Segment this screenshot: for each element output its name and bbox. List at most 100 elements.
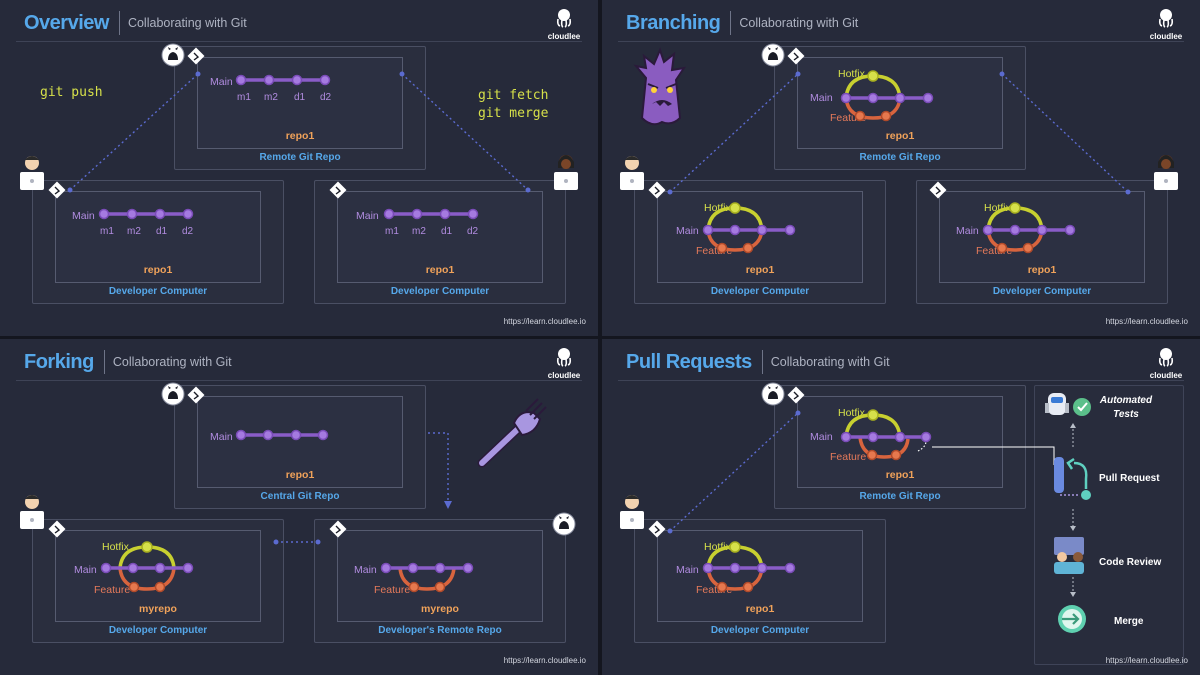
box-label: Developer Computer [390,286,490,297]
remote-repo-inner: Hotfix Main Feature repo1 [797,57,1003,149]
developer-computer-left: Hotfix Main Feature myrepo Developer Com… [32,519,284,643]
developer-remote-inner: Main Feature myrepo [337,530,543,622]
panel-subtitle: Collaborating with Git [739,16,859,30]
developer-computer-left: Hotfix Main Feature repo1 Developer Comp… [634,180,886,304]
remote-repo-box: Main m1 m2 d1 d2 repo1 Remote Git Repo [174,46,426,170]
branch-label-hotfix: Hotfix [838,407,865,419]
header-divider [618,41,1184,42]
git-push-command: git push [40,85,103,100]
panel-header: Overview Collaborating with Git [24,8,247,38]
panel-subtitle: Collaborating with Git [770,355,890,369]
remote-repo-box: Hotfix Main Feature repo1 Remote Git Rep… [774,385,1026,509]
commit-label: d2 [320,92,332,103]
brand-name: cloudlee [547,371,581,380]
title-separator [730,11,732,35]
box-label: Developer Computer [108,286,208,297]
fork-illustration [477,398,547,468]
repo-name: repo1 [885,130,915,142]
brand-name: cloudlee [1149,32,1183,41]
box-label: Remote Git Repo [859,491,941,502]
brand-name: cloudlee [1149,371,1183,380]
panel-title: Branching [626,11,721,34]
box-label: Developer Computer [108,625,208,636]
branch-label-hotfix: Hotfix [984,202,1011,214]
branch-label-main: Main [956,225,979,237]
commit-label: m1 [237,92,251,103]
repo-name: repo1 [745,603,775,615]
box-label: Remote Git Repo [859,152,941,163]
central-repo-inner: Main repo1 [197,396,403,488]
panel-header: Forking Collaborating with Git [24,347,232,377]
octopus-icon [1158,9,1174,28]
commit-label: m2 [412,226,426,237]
footer-url[interactable]: https://learn.cloudlee.io [1105,656,1188,665]
developer-computer-right: Hotfix Main Feature repo1 Developer Comp… [916,180,1168,304]
developer-repo-inner: Main m1 m2 d1 d2 repo1 [337,191,543,283]
footer-url[interactable]: https://learn.cloudlee.io [503,317,586,326]
title-separator [103,350,105,374]
branch-label-main: Main [810,92,833,104]
automated-tests-label-line2: Tests [1113,409,1139,420]
commit-label: d2 [182,226,194,237]
panel-subtitle: Collaborating with Git [112,355,232,369]
commit-label: m2 [127,226,141,237]
developer-repo-inner: Main m1 m2 d1 d2 repo1 [55,191,261,283]
code-review-label: Code Review [1099,557,1162,568]
developer-repo-inner: Hotfix Main Feature myrepo [55,530,261,622]
branch-label-feature: Feature [696,584,733,596]
repo-name: repo1 [885,469,915,481]
footer-url[interactable]: https://learn.cloudlee.io [1105,317,1188,326]
panel-header: Branching Collaborating with Git [626,8,858,38]
commit-label: d1 [156,226,168,237]
tree-monster-illustration [633,47,687,126]
branch-label-main: Main [676,564,699,576]
panel-pull-requests: Pull Requests Collaborating with Git clo… [602,339,1200,675]
repo-name: repo1 [285,469,315,481]
box-label: Developer Computer [992,286,1092,297]
footer-url[interactable]: https://learn.cloudlee.io [503,656,586,665]
box-label: Developer Computer [710,286,810,297]
branch-label-hotfix: Hotfix [704,202,731,214]
developer-computer-left: Main m1 m2 d1 d2 repo1 Developer Compute… [32,180,284,304]
repo-name: repo1 [285,130,315,142]
commit-label: d1 [441,226,453,237]
branch-label-feature: Feature [696,245,733,257]
cloudlee-logo: cloudlee [544,347,584,380]
repo-name: repo1 [425,264,455,276]
panel-title: Forking [24,350,94,373]
developer-repo-inner: Hotfix Main Feature repo1 [657,191,863,283]
developer-repo-inner: Hotfix Main Feature repo1 [657,530,863,622]
header-divider [16,380,582,381]
panel-forking: Forking Collaborating with Git cloudlee … [0,339,598,675]
pr-flow-panel [1034,385,1184,665]
branch-label-main: Main [210,431,233,443]
remote-repo-inner: Hotfix Main Feature repo1 [797,396,1003,488]
branch-label-main: Main [210,76,233,88]
git-fetch-command: git fetch [478,88,549,103]
cloudlee-logo: cloudlee [544,8,584,41]
merge-label: Merge [1114,616,1144,627]
header-divider [16,41,582,42]
automated-tests-label: Automated [1099,395,1153,406]
fork-dotted-arrow [428,432,452,509]
commit-label: m2 [264,92,278,103]
branch-label-feature: Feature [94,584,131,596]
branch-label-main: Main [810,431,833,443]
pull-request-label: Pull Request [1099,473,1160,484]
branch-label-feature: Feature [374,584,411,596]
branch-label-feature: Feature [976,245,1013,257]
panel-title: Overview [24,11,109,34]
header-divider [618,380,1184,381]
branch-label-main: Main [356,210,379,222]
branch-label-main: Main [354,564,377,576]
branch-label-feature: Feature [830,451,867,463]
repo-name: repo1 [745,264,775,276]
branch-label-main: Main [676,225,699,237]
branch-label-hotfix: Hotfix [838,68,865,80]
branch-label-hotfix: Hotfix [704,541,731,553]
developer-computer-right: Main m1 m2 d1 d2 repo1 Developer Compute… [314,180,566,304]
developer-computer-left: Hotfix Main Feature repo1 Developer Comp… [634,519,886,643]
repo-name: myrepo [421,603,459,615]
octopus-icon [1158,348,1174,367]
panel-branching: Branching Collaborating with Git cloudle… [602,0,1200,336]
